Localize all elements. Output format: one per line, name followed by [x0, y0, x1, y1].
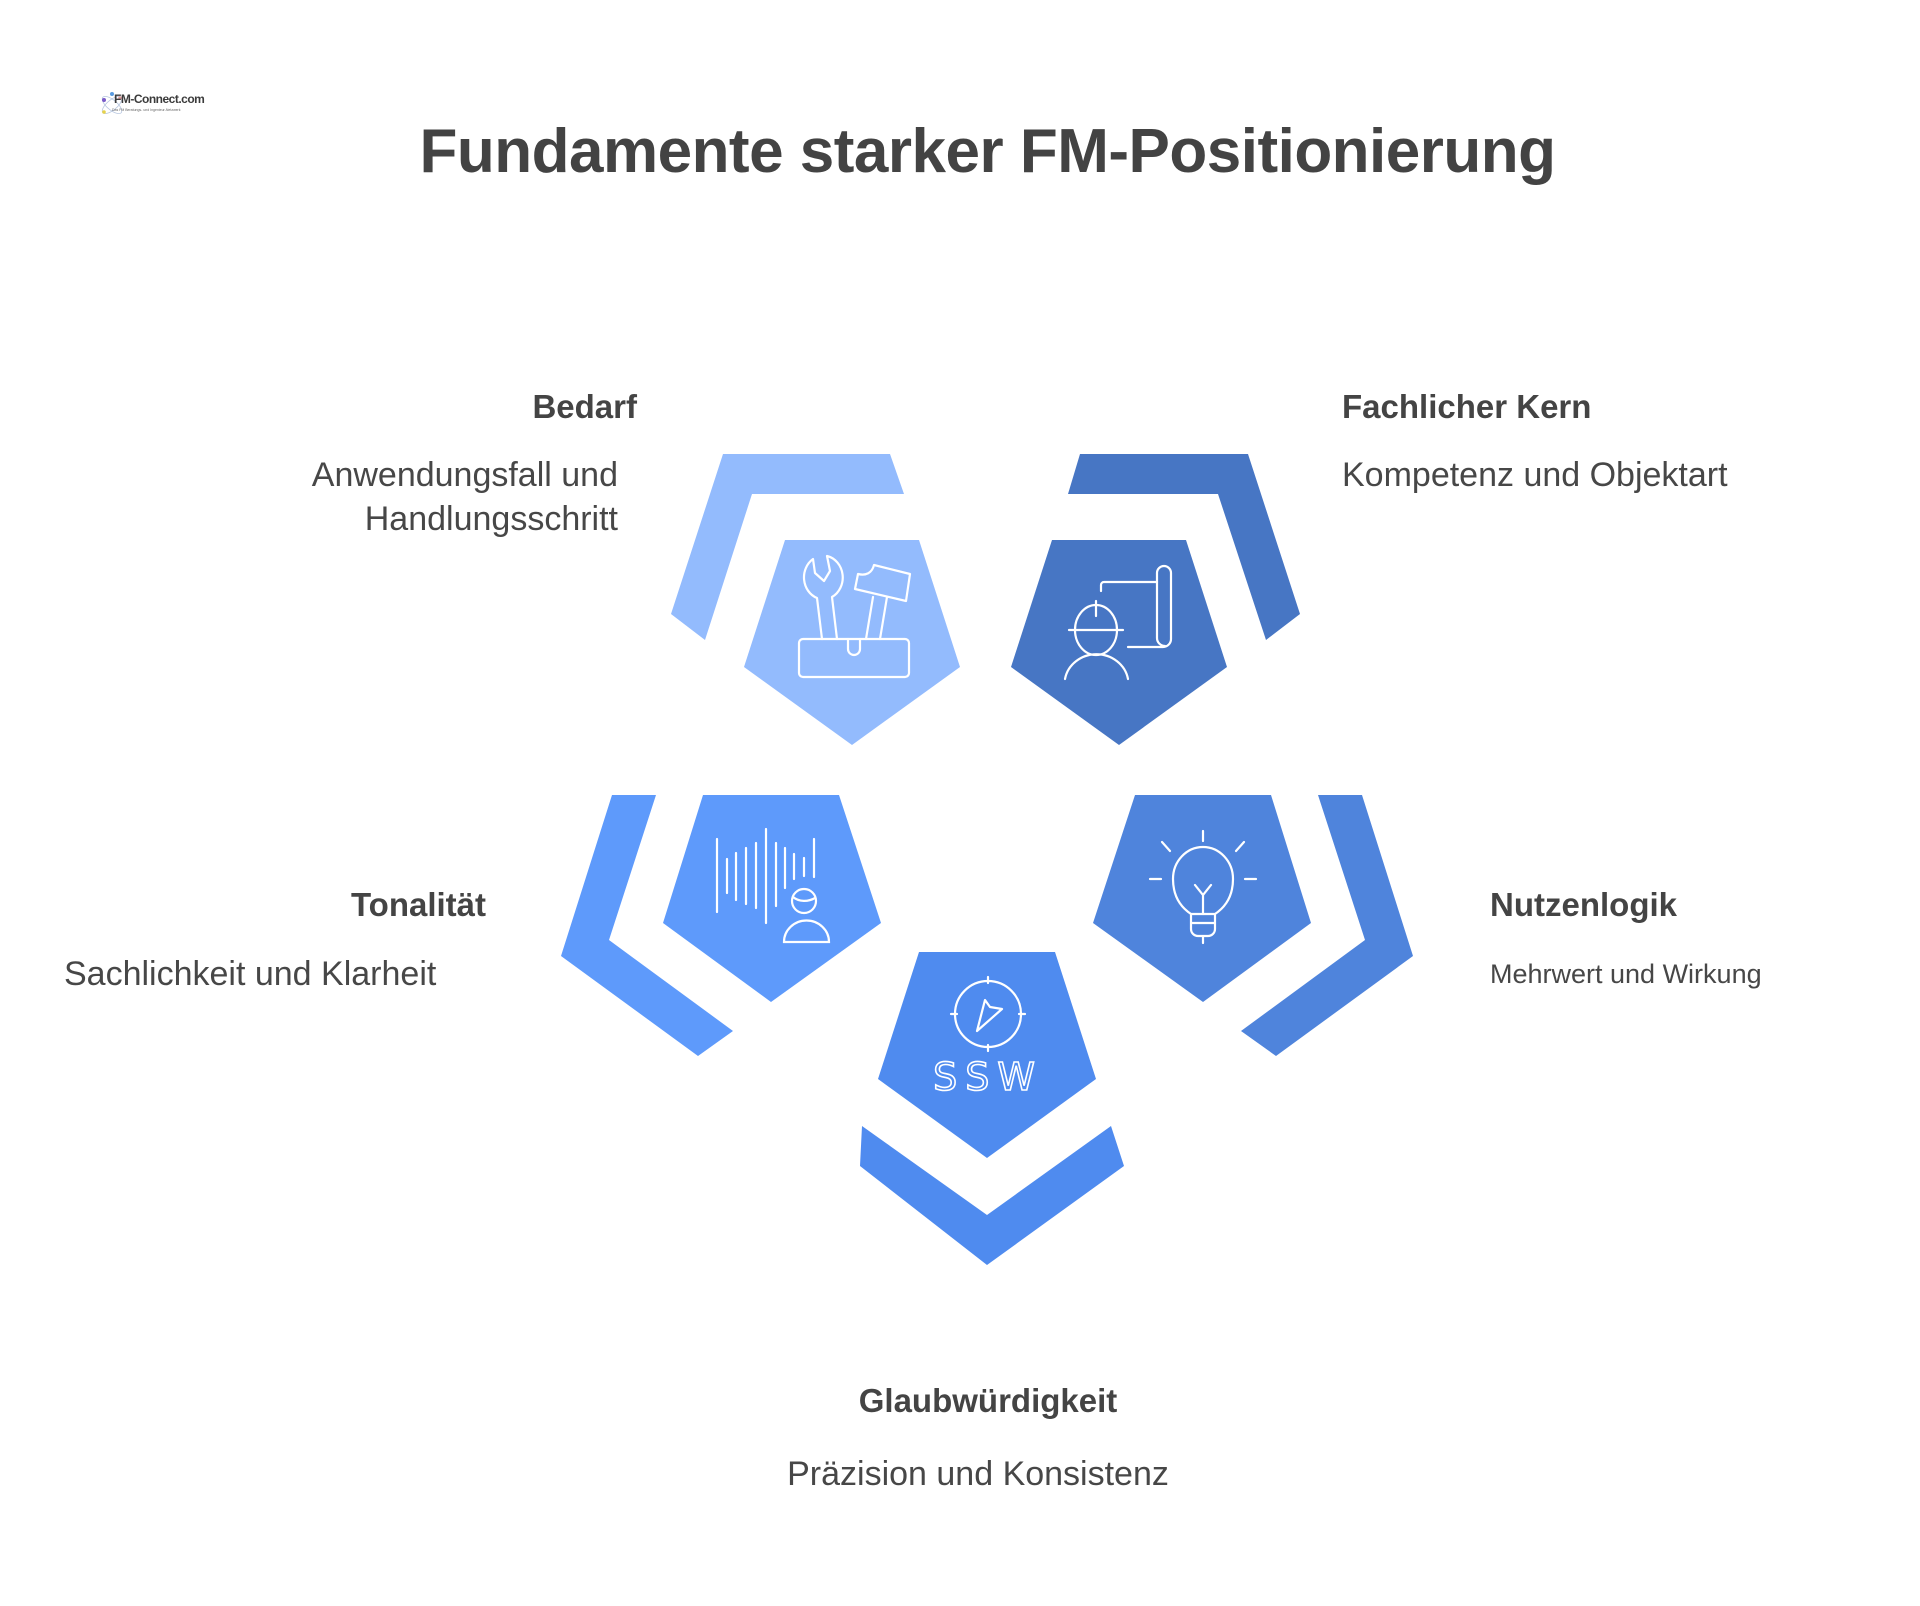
nutzenlogik-outer-bracket — [1241, 795, 1413, 1056]
bedarf-outer-bracket — [671, 454, 904, 640]
logo-name: FM-Connect.com — [114, 92, 205, 106]
bedarf-description: Anwendungsfall und Handlungsschritt — [312, 453, 618, 541]
bedarf-heading: Bedarf — [532, 388, 637, 425]
glaubwuerdigkeit-heading: Glaubwürdigkeit — [858, 1382, 1118, 1419]
tonalitaet-pentagon — [663, 795, 881, 1002]
fachlicher-kern-description: Kompetenz und Objektart — [1342, 456, 1728, 494]
glaubwuerdigkeit-pentagon — [878, 952, 1096, 1158]
segment-fachlicher-kern — [1011, 454, 1300, 745]
engineer-blueprint-icon — [1063, 564, 1173, 681]
glaubwuerdigkeit-description: Präzision und Konsistenz — [787, 1455, 1169, 1493]
compass-direction-label: SSW — [933, 1055, 1043, 1099]
tonalitaet-heading: Tonalität — [350, 886, 486, 923]
tonalitaet-outer-bracket — [561, 795, 733, 1056]
logo-atom-icon — [101, 92, 123, 115]
fachlicher-kern-outer-bracket — [1068, 454, 1300, 640]
bedarf-description-line-2: Handlungsschritt — [364, 500, 618, 538]
bedarf-pentagon — [744, 540, 960, 745]
nutzenlogik-heading: Nutzenlogik — [1490, 886, 1677, 923]
glaubwuerdigkeit-outer-chevron — [860, 1126, 1124, 1265]
page-title: Fundamente starker FM-Positionierung — [419, 117, 1556, 186]
compass-icon — [949, 975, 1027, 1053]
fachlicher-kern-pentagon — [1011, 540, 1227, 745]
tonalitaet-description: Sachlichkeit und Klarheit — [64, 955, 437, 993]
segment-tonalitaet — [561, 795, 881, 1056]
segment-bedarf — [671, 454, 960, 745]
lightbulb-icon — [1148, 829, 1258, 945]
fachlicher-kern-heading: Fachlicher Kern — [1342, 388, 1592, 425]
segment-glaubwuerdigkeit: SSW — [860, 952, 1124, 1265]
toolbox-icon — [797, 554, 912, 679]
fm-connect-logo: FM-Connect.com Das FM Beratungs- und Ing… — [98, 86, 205, 124]
nutzenlogik-description: Mehrwert und Wirkung — [1490, 959, 1762, 989]
voice-person-icon — [715, 827, 831, 944]
bedarf-description-line-1: Anwendungsfall und — [311, 456, 618, 494]
logo-tagline: Das FM Beratungs- und Ingenieur-Netzwerk — [112, 108, 181, 112]
segment-nutzenlogik — [1093, 795, 1413, 1056]
